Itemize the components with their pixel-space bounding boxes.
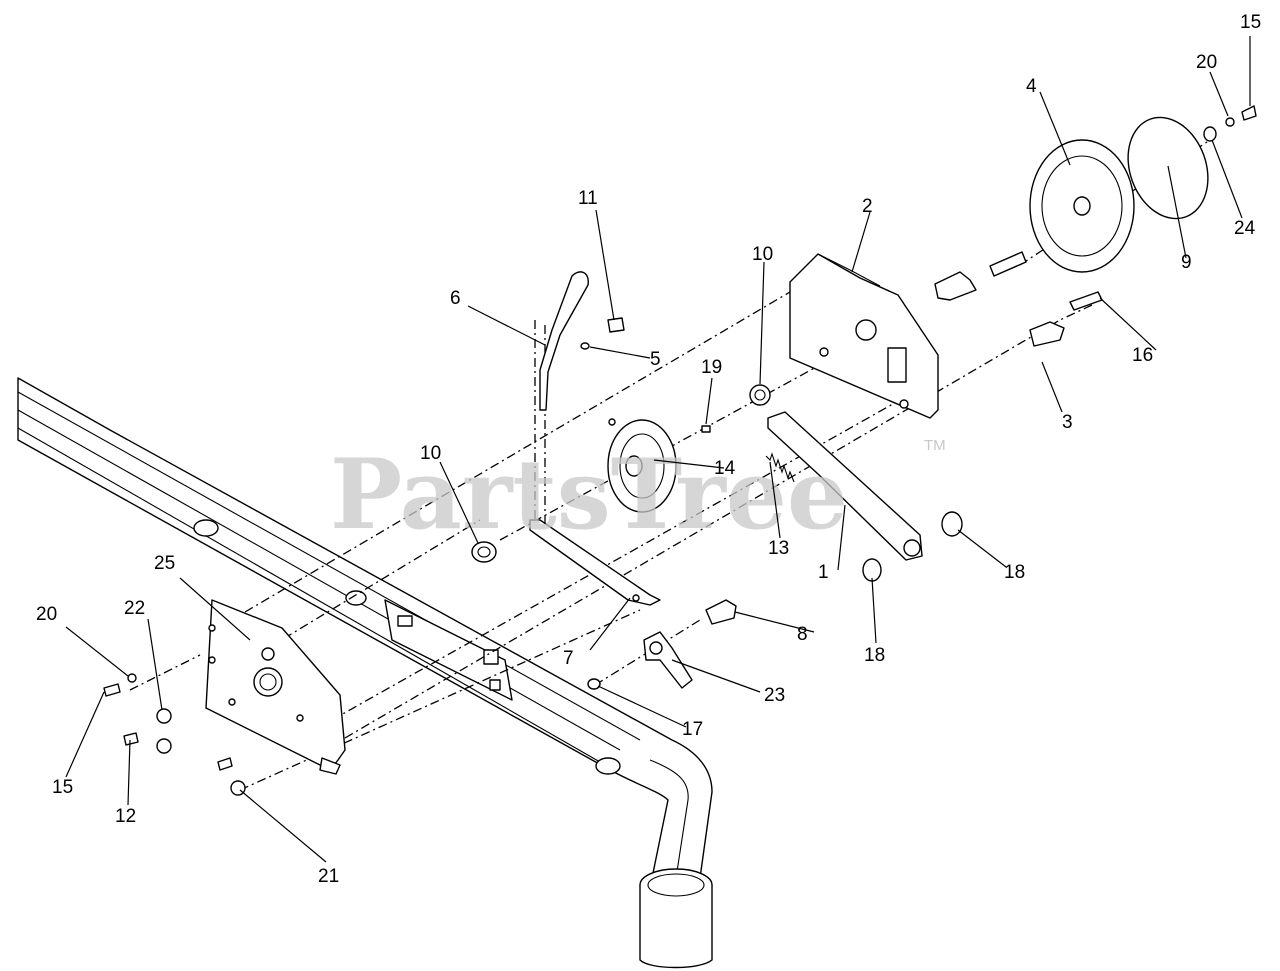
watermark: PartsTree TM <box>330 437 946 551</box>
callout-5: 5 <box>650 349 661 370</box>
callout-13: 13 <box>768 538 789 559</box>
callout-19: 19 <box>701 357 722 378</box>
hardware-right <box>1203 105 1257 142</box>
callout-12: 12 <box>115 806 136 827</box>
bracket-plate-25 <box>205 599 346 775</box>
callout-3: 3 <box>1062 412 1073 433</box>
pins-3-16 <box>934 251 1103 347</box>
callout-8: 8 <box>797 624 808 645</box>
bolt-11 <box>580 317 625 350</box>
callout-10-left: 10 <box>420 443 441 464</box>
callout-18-right: 18 <box>1004 562 1025 583</box>
sprocket-4 <box>1029 139 1135 273</box>
assembly-lines <box>129 139 1211 791</box>
ring-18 <box>862 511 963 582</box>
callout-21: 21 <box>318 866 339 887</box>
ratchet-wheel-14 <box>607 419 677 513</box>
spring-13 <box>765 452 795 483</box>
callout-16: 16 <box>1132 345 1153 366</box>
watermark-brand: PartsTree <box>330 438 848 551</box>
callout-9: 9 <box>1181 252 1192 273</box>
callout-18-left: 18 <box>864 645 885 666</box>
callout-20-left: 20 <box>36 604 57 625</box>
handle-bar <box>17 377 713 969</box>
callout-20-right: 20 <box>1196 52 1217 73</box>
lever-6-and-link-7 <box>529 271 661 606</box>
callout-2: 2 <box>862 196 873 217</box>
callout-4: 4 <box>1026 76 1037 97</box>
callout-10-right: 10 <box>752 244 773 265</box>
callouts: 1 2 3 4 5 6 7 8 9 10 10 11 12 13 14 15 1… <box>36 12 1261 887</box>
callout-14: 14 <box>714 458 736 479</box>
watermark-trademark: TM <box>924 437 946 454</box>
callout-23: 23 <box>764 685 785 706</box>
washer-17 <box>587 678 601 690</box>
arm-1 <box>767 411 923 561</box>
pin-19 <box>701 425 711 433</box>
callout-6: 6 <box>450 288 461 309</box>
hardware-left <box>103 673 246 796</box>
pin-8 <box>705 599 737 625</box>
bushing-10 <box>471 384 771 563</box>
leader-lines <box>65 36 1251 863</box>
callout-24: 24 <box>1234 218 1256 239</box>
callout-25: 25 <box>154 553 175 574</box>
pawl-23 <box>643 631 693 689</box>
callout-1: 1 <box>818 562 829 583</box>
housing-2 <box>789 253 939 419</box>
callout-11: 11 <box>578 188 598 209</box>
callout-15-right: 15 <box>1240 12 1261 33</box>
callout-7: 7 <box>563 648 574 669</box>
callout-15-left: 15 <box>52 777 73 798</box>
callout-22: 22 <box>124 598 145 619</box>
callout-17: 17 <box>682 719 703 740</box>
